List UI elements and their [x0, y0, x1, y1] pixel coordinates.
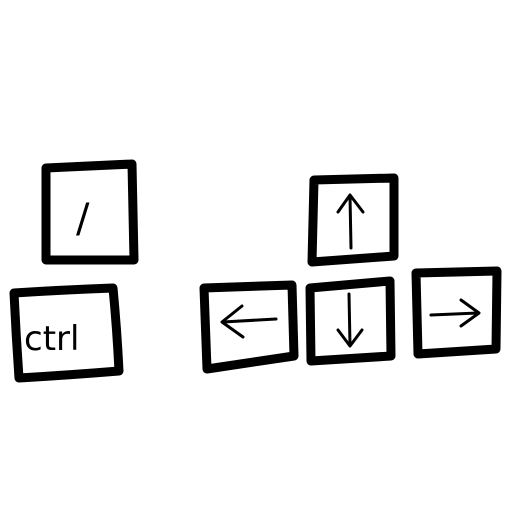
arrow-left-key[interactable]	[199, 280, 299, 374]
arrow-right-icon	[429, 298, 481, 328]
arrow-up-icon	[336, 193, 365, 250]
slash-key-label: /	[76, 196, 90, 242]
ctrl-key-frame	[9, 283, 124, 383]
arrow-left-icon	[220, 304, 278, 339]
arrow-right-key[interactable]	[411, 266, 502, 359]
slash-key[interactable]: /	[41, 159, 139, 265]
arrow-down-key[interactable]	[305, 276, 396, 366]
arrow-left-key-frame	[199, 280, 299, 374]
ctrl-key-label: ctrl	[24, 319, 79, 359]
arrow-down-icon	[336, 292, 364, 348]
arrow-up-key[interactable]	[307, 173, 399, 267]
ctrl-key[interactable]: ctrl	[9, 283, 124, 383]
slash-key-frame	[41, 159, 139, 265]
arrow-up-key-frame	[307, 173, 399, 267]
